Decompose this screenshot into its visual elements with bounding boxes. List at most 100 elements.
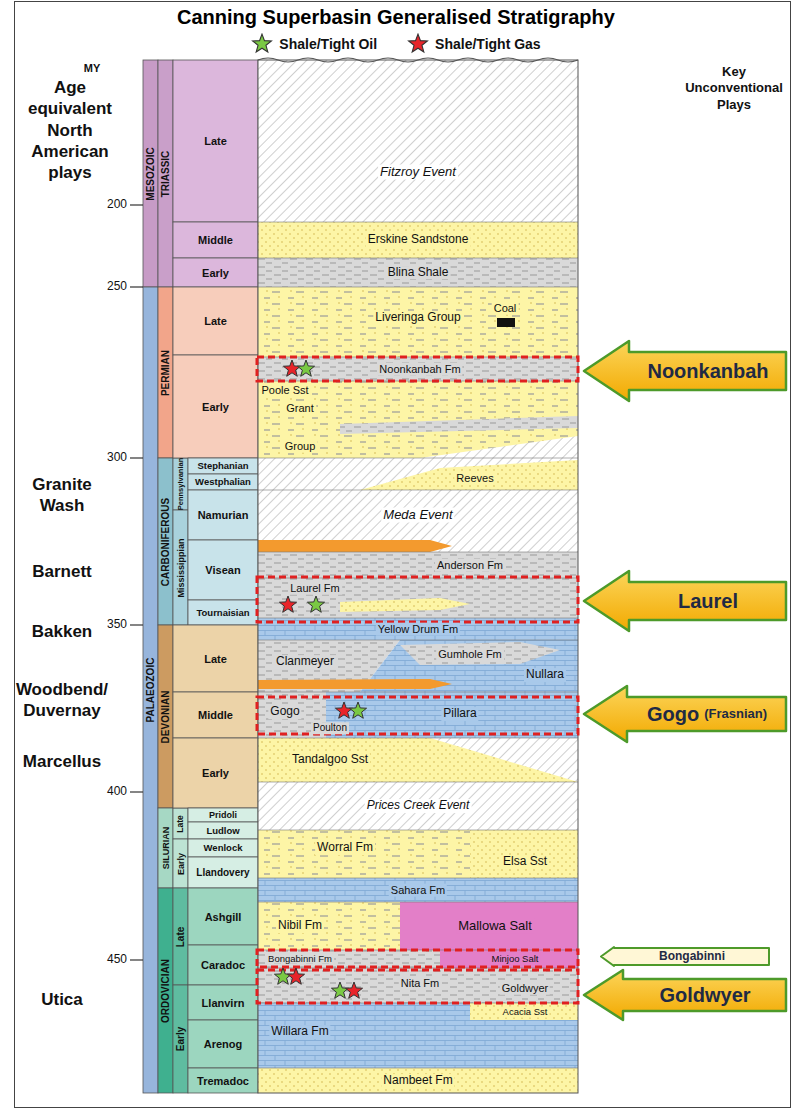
play-star bbox=[283, 360, 300, 376]
formation-label: Nullara bbox=[524, 668, 566, 682]
epoch-column bbox=[188, 1068, 258, 1093]
period-label: SILURIAN bbox=[160, 827, 170, 870]
arrow-shape bbox=[601, 947, 769, 966]
epoch-column bbox=[173, 60, 258, 1093]
epoch-column bbox=[188, 808, 258, 822]
age-tick bbox=[130, 204, 143, 205]
legend: Shale/Tight OilShale/Tight Gas bbox=[0, 33, 792, 55]
rock-layer bbox=[258, 258, 578, 287]
rock-layer bbox=[340, 416, 578, 434]
formation-label: Worral Fm bbox=[315, 841, 375, 855]
legend-star bbox=[407, 33, 429, 55]
play-star bbox=[307, 596, 324, 612]
subperiod-label: Pennsylvanian bbox=[176, 458, 185, 511]
epoch-column bbox=[188, 600, 258, 625]
play-arrow: Bongabinni bbox=[600, 946, 770, 967]
play-star bbox=[274, 360, 366, 998]
arrow-label-box: Noonkanbah bbox=[633, 352, 783, 390]
rock-layer bbox=[258, 458, 578, 490]
epoch-label: Caradoc bbox=[201, 959, 245, 972]
legend-star bbox=[251, 33, 273, 55]
rock-layer bbox=[258, 950, 440, 968]
period-column bbox=[158, 60, 173, 1093]
formation-label: Group bbox=[283, 440, 318, 453]
subperiod-column bbox=[173, 808, 188, 839]
rock-layer bbox=[470, 1020, 578, 1068]
period-column bbox=[158, 625, 173, 808]
epoch-label: Early bbox=[202, 266, 229, 279]
formation-label: Willara Fm bbox=[269, 1025, 330, 1039]
play-star bbox=[287, 968, 304, 984]
epoch-column bbox=[188, 857, 258, 888]
event-label: Meda Event bbox=[381, 508, 454, 523]
play-star bbox=[335, 702, 352, 718]
period-label: CARBONIFEROUS bbox=[160, 497, 172, 585]
age-tick bbox=[130, 205, 143, 960]
age-tick-label: 300 bbox=[107, 451, 127, 465]
epoch-label: Llanvirn bbox=[202, 996, 245, 1009]
play-analogue: Bakken bbox=[32, 622, 92, 642]
event-label: Fitzroy Event bbox=[378, 165, 458, 180]
epoch-column bbox=[173, 222, 258, 258]
rock-layer bbox=[258, 782, 578, 830]
rock-layer bbox=[400, 902, 578, 950]
period-label: DEVONIAN bbox=[160, 690, 172, 743]
epoch-label: Visean bbox=[205, 564, 240, 577]
play-analogue: Utica bbox=[41, 990, 83, 1010]
epoch-column bbox=[188, 1020, 258, 1068]
epoch-label: Stephanian bbox=[197, 461, 248, 472]
rock-layer bbox=[258, 357, 578, 381]
subperiod-column bbox=[173, 888, 188, 985]
rock-layer bbox=[258, 830, 470, 878]
rock-layer bbox=[258, 1003, 470, 1068]
arrow-label-box: Goldwyer bbox=[627, 979, 783, 1011]
epoch-label: Westphalian bbox=[195, 477, 251, 488]
age-tick-label: 400 bbox=[107, 785, 127, 799]
epoch-label: Arenog bbox=[204, 1038, 243, 1051]
rock-layer bbox=[258, 381, 578, 458]
epoch-label: Early bbox=[202, 767, 229, 780]
play-analogue: Granite Wash bbox=[22, 474, 102, 517]
play-star bbox=[331, 982, 348, 998]
rock-layer bbox=[258, 738, 578, 782]
column-heading: Age equivalent North American plays bbox=[20, 77, 120, 183]
arrow-shape bbox=[584, 686, 786, 742]
epoch-label: Tournaisian bbox=[196, 607, 249, 618]
age-tick bbox=[130, 286, 143, 287]
play-box bbox=[257, 950, 578, 967]
arrow-label-box: Gogo(Frasnian) bbox=[631, 697, 783, 731]
era-label: PALAEOZOIC bbox=[145, 658, 157, 723]
formation-label: Bongabinni Fm bbox=[266, 953, 334, 964]
formation-label: Blina Shale bbox=[386, 266, 451, 280]
formation-label: Elsa Sst bbox=[501, 855, 549, 869]
formation-label: Mallowa Salt bbox=[456, 919, 534, 934]
age-tick-label: 350 bbox=[107, 618, 127, 632]
epoch-label: Pridoli bbox=[209, 810, 237, 820]
play-arrow: Laurel bbox=[583, 570, 787, 632]
epoch-column bbox=[173, 60, 258, 222]
play-box bbox=[257, 970, 578, 1003]
epoch-column bbox=[188, 945, 258, 985]
epoch-column bbox=[188, 985, 258, 1020]
formation-label: Goldwyer bbox=[500, 982, 550, 995]
formation-label: Anderson Fm bbox=[435, 559, 505, 572]
epoch-column bbox=[188, 888, 258, 945]
age-tick bbox=[130, 791, 143, 792]
rock-layer bbox=[497, 318, 515, 327]
formation-label: Poole Sst bbox=[259, 384, 310, 397]
formation-label: Gumhole Fm bbox=[436, 648, 504, 661]
play-star bbox=[279, 596, 296, 612]
period-label: TRIASSIC bbox=[160, 150, 172, 197]
epoch-label: Late bbox=[204, 135, 227, 148]
period-column bbox=[158, 458, 173, 625]
play-name: Laurel bbox=[678, 590, 738, 612]
play-name: Bongabinni bbox=[659, 950, 725, 963]
era-label: MESOZOIC bbox=[145, 147, 157, 200]
formation-label: Nita Fm bbox=[399, 977, 442, 990]
epoch-column bbox=[173, 287, 258, 355]
period-column bbox=[158, 60, 173, 287]
era-column bbox=[143, 287, 158, 1093]
rock-layer bbox=[258, 60, 578, 1093]
rock-layer bbox=[258, 540, 452, 552]
epoch-column bbox=[188, 822, 258, 839]
